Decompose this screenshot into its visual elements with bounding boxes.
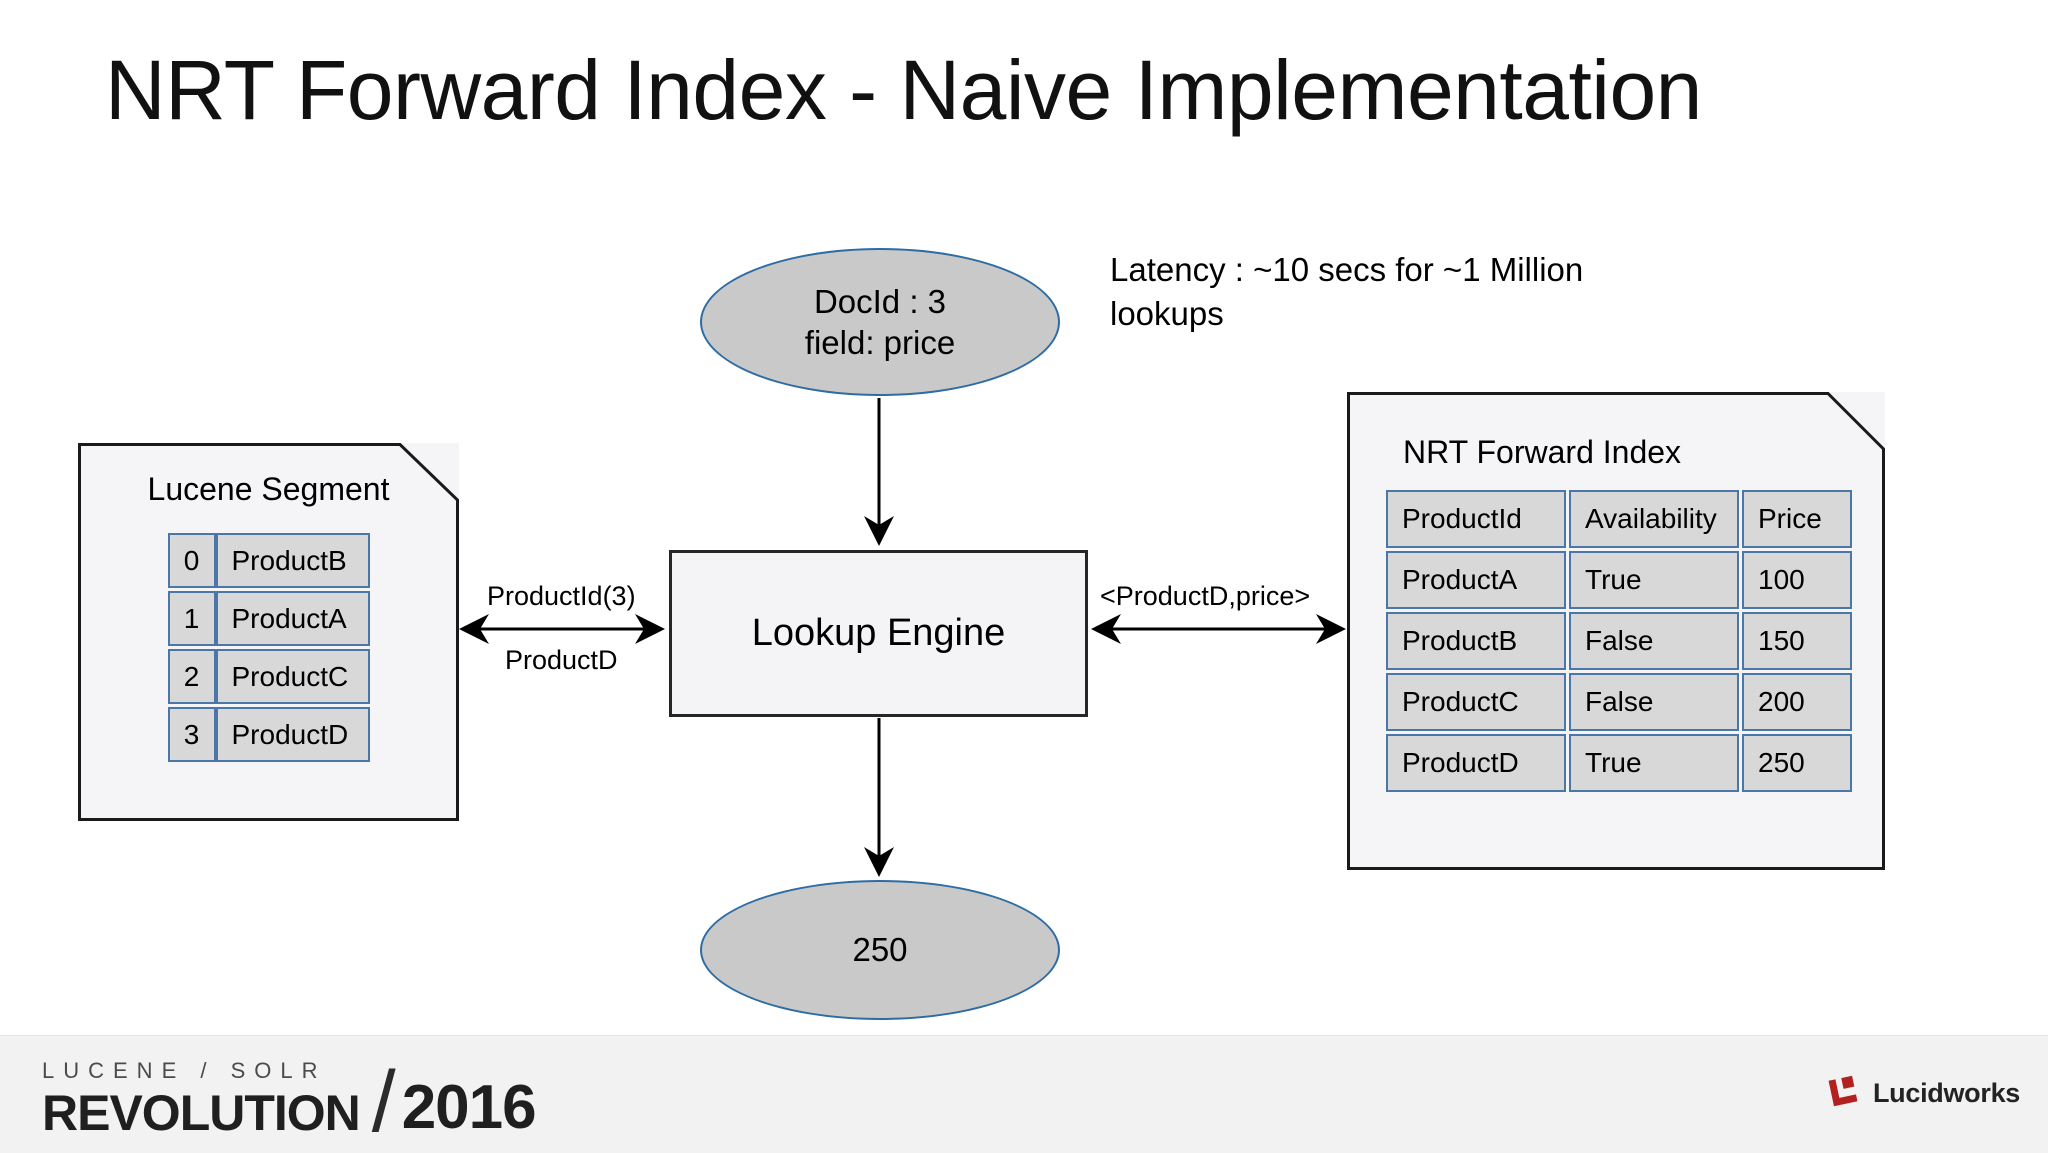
nrt-cell: 100 [1742, 551, 1852, 609]
event-name: REVOLUTION [42, 1084, 361, 1141]
latency-annotation: Latency : ~10 secs for ~1 Million lookup… [1110, 248, 1730, 335]
lucidworks-wordmark: Lucidworks [1872, 1078, 2020, 1108]
nrt-cell: ProductB [1386, 612, 1566, 670]
nrt-cell: ProductD [1386, 734, 1566, 792]
nrt-cell: True [1569, 551, 1739, 609]
nrt-cell: True [1569, 734, 1739, 792]
input-node-line2: field: price [804, 324, 956, 361]
nrt-column-header: Availability [1569, 490, 1739, 548]
event-kicker: LUCENE / SOLR [42, 1057, 327, 1083]
lucene-row-value: ProductD [215, 707, 370, 762]
event-logo: LUCENE / SOLR REVOLUTION / 2016 [42, 1056, 537, 1145]
diagram-canvas: DocId : 3 field: price Latency : ~10 sec… [78, 248, 1885, 1020]
edge-label-productd-response: ProductD [505, 645, 618, 675]
nrt-cell: False [1569, 673, 1739, 731]
slide-footer: LUCENE / SOLR REVOLUTION / 2016 Lucidwor… [0, 1035, 2048, 1153]
input-node-line1: DocId : 3 [813, 282, 947, 320]
lookup-engine-label: Lookup Engine [751, 612, 1006, 654]
lucene-row-index: 0 [167, 533, 216, 588]
edge-label-productd-price: <ProductD,price> [1100, 581, 1311, 611]
lucidworks-brand: Lucidworks [1826, 1074, 2020, 1113]
event-slash-divider: / [371, 1054, 396, 1150]
event-year: 2016 [401, 1072, 537, 1142]
lucene-row-index: 1 [167, 591, 216, 646]
latency-line1: Latency : ~10 secs for ~1 Million [1110, 251, 1584, 288]
nrt-cell: 250 [1742, 734, 1852, 792]
nrt-cell: 150 [1742, 612, 1852, 670]
lucene-row-value: ProductC [215, 649, 370, 704]
lucene-row-value: ProductB [215, 533, 370, 588]
nrt-cell: ProductC [1386, 673, 1566, 731]
nrt-column-header: ProductId [1386, 490, 1566, 548]
input-node-docid: DocId : 3 field: price [700, 248, 1060, 396]
edge-label-productid-request: ProductId(3) [487, 581, 636, 611]
nrt-cell: False [1569, 612, 1739, 670]
nrt-column-header: Price [1742, 490, 1852, 548]
lucene-segment-title: Lucene Segment [147, 471, 390, 507]
lucidworks-logo-icon [1826, 1074, 1860, 1113]
latency-line2: lookups [1110, 294, 1224, 332]
lucene-row-index: 2 [167, 649, 216, 704]
nrt-forward-index-title: NRT Forward Index [1403, 434, 1682, 470]
lucene-row-value: ProductA [215, 591, 370, 646]
lucene-row-index: 3 [167, 707, 216, 762]
lookup-engine-box: Lookup Engine [669, 550, 1088, 717]
nrt-cell: ProductA [1386, 551, 1566, 609]
nrt-cell: 200 [1742, 673, 1852, 731]
page-title: NRT Forward Index - Naive Implementation [105, 43, 1702, 137]
output-node-result: 250 [700, 880, 1060, 1020]
output-node-value: 250 [852, 931, 908, 969]
